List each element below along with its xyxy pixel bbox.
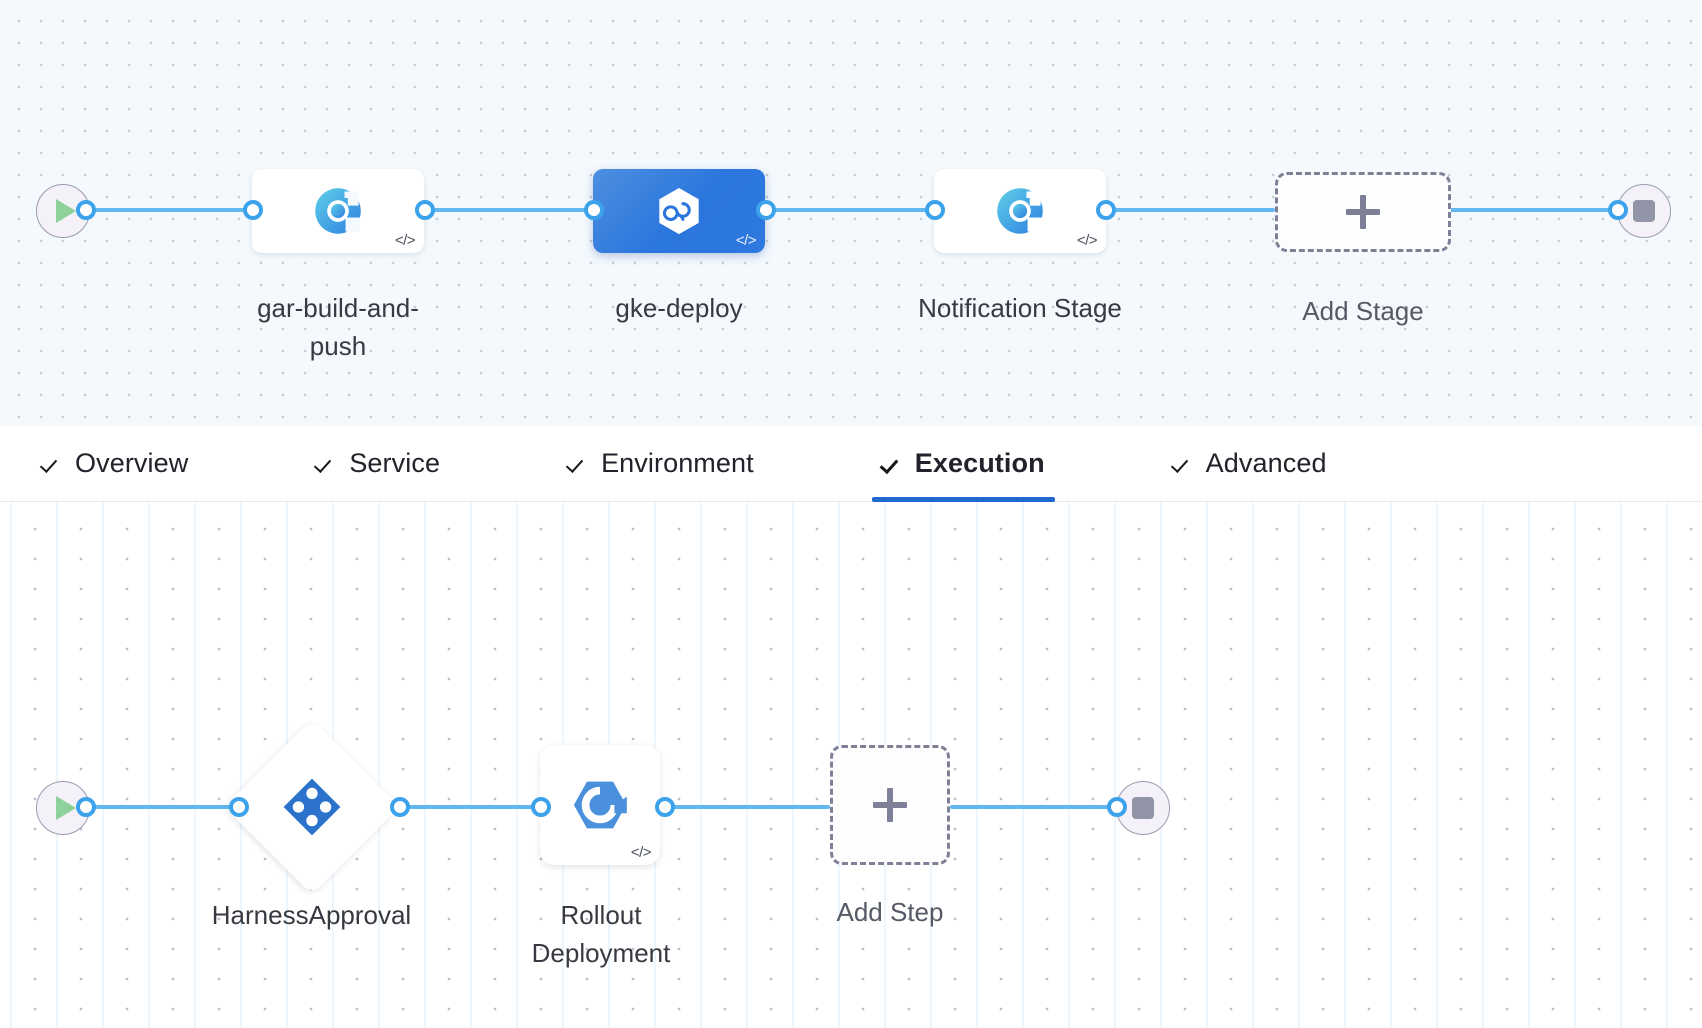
port-stage-1-in[interactable] bbox=[243, 200, 263, 220]
edge-start-to-stage-1 bbox=[84, 208, 254, 212]
plus-icon bbox=[871, 786, 909, 824]
port-end-in[interactable] bbox=[1608, 200, 1628, 220]
tab-label: Execution bbox=[914, 448, 1045, 478]
port-exec-end-in[interactable] bbox=[1107, 797, 1127, 817]
stage-graph-canvas[interactable]: </> gar-build-and-push </> gke-deploy bbox=[0, 0, 1702, 426]
edge-stage-3-to-add-stage bbox=[1105, 208, 1275, 212]
check-icon bbox=[42, 454, 62, 474]
harness-approval-icon bbox=[283, 778, 341, 836]
step-caption-rollout-deployment: Rollout Deployment bbox=[531, 900, 671, 968]
code-badge: </> bbox=[630, 844, 652, 861]
stage-caption-notification-stage: Notification Stage bbox=[918, 293, 1122, 323]
port-stage-2-out[interactable] bbox=[756, 200, 776, 220]
tab-advanced[interactable]: Advanced bbox=[1155, 426, 1345, 502]
edge-start-to-step-1 bbox=[84, 805, 239, 809]
tab-label: Environment bbox=[601, 448, 754, 478]
code-badge: </> bbox=[735, 232, 757, 249]
add-step-button[interactable] bbox=[830, 745, 950, 865]
port-step-1-in[interactable] bbox=[229, 797, 249, 817]
rollout-deployment-icon bbox=[573, 781, 627, 829]
stage-caption-gke-deploy: gke-deploy bbox=[615, 293, 743, 323]
stage-config-tabs: Overview Service Environment Execution A… bbox=[0, 426, 1702, 502]
step-node-harness-approval[interactable] bbox=[224, 719, 400, 895]
stop-icon bbox=[1633, 200, 1655, 222]
harness-ci-icon bbox=[315, 188, 361, 234]
step-caption-harness-approval: HarnessApproval bbox=[211, 900, 412, 930]
check-icon bbox=[568, 454, 588, 474]
port-exec-start-out[interactable] bbox=[76, 797, 96, 817]
stage-node-gar-build-and-push[interactable]: </> bbox=[252, 169, 424, 253]
edge-step-1-to-step-2 bbox=[400, 805, 555, 809]
code-badge: </> bbox=[394, 232, 416, 249]
port-stage-3-in[interactable] bbox=[925, 200, 945, 220]
edge-step-2-to-add-step bbox=[665, 805, 830, 809]
tab-service[interactable]: Service bbox=[298, 426, 458, 502]
port-step-1-out[interactable] bbox=[390, 797, 410, 817]
port-stage-1-out[interactable] bbox=[415, 200, 435, 220]
port-step-2-in[interactable] bbox=[531, 797, 551, 817]
port-stage-2-in[interactable] bbox=[584, 200, 604, 220]
harness-cd-icon bbox=[659, 187, 699, 235]
harness-ci-icon bbox=[997, 188, 1043, 234]
port-step-2-out[interactable] bbox=[655, 797, 675, 817]
play-icon bbox=[56, 199, 76, 223]
plus-icon bbox=[1344, 193, 1382, 231]
stage-node-gke-deploy[interactable]: </> bbox=[593, 169, 765, 253]
execution-graph-canvas[interactable]: HarnessApproval </> Rollout Deployment A… bbox=[0, 502, 1702, 1028]
edge-stage-1-to-stage-2 bbox=[425, 208, 605, 212]
tab-execution[interactable]: Execution bbox=[864, 426, 1063, 502]
add-stage-label: Add Stage bbox=[1302, 296, 1424, 326]
harness-approval-icon-wrap bbox=[281, 776, 343, 838]
edge-stage-2-to-stage-3 bbox=[765, 208, 935, 212]
check-icon bbox=[882, 454, 902, 474]
code-badge: </> bbox=[1076, 232, 1098, 249]
play-icon bbox=[56, 796, 76, 820]
check-icon bbox=[1173, 454, 1193, 474]
tab-label: Overview bbox=[75, 448, 189, 478]
check-icon bbox=[316, 454, 336, 474]
tab-environment[interactable]: Environment bbox=[550, 426, 772, 502]
stage-caption-gar-build-and-push: gar-build-and-push bbox=[257, 293, 419, 361]
step-node-rollout-deployment[interactable]: </> bbox=[540, 745, 660, 865]
port-stage-3-out[interactable] bbox=[1096, 200, 1116, 220]
tab-label: Advanced bbox=[1205, 448, 1327, 478]
tab-label: Service bbox=[349, 448, 441, 478]
stop-icon bbox=[1132, 797, 1154, 819]
add-step-label: Add Step bbox=[836, 897, 944, 927]
stage-node-notification-stage[interactable]: </> bbox=[934, 169, 1106, 253]
port-start-out[interactable] bbox=[76, 200, 96, 220]
tab-overview[interactable]: Overview bbox=[24, 426, 206, 502]
edge-add-step-to-end bbox=[950, 805, 1115, 809]
add-stage-button[interactable] bbox=[1275, 172, 1451, 252]
edge-add-stage-to-end bbox=[1447, 208, 1617, 212]
